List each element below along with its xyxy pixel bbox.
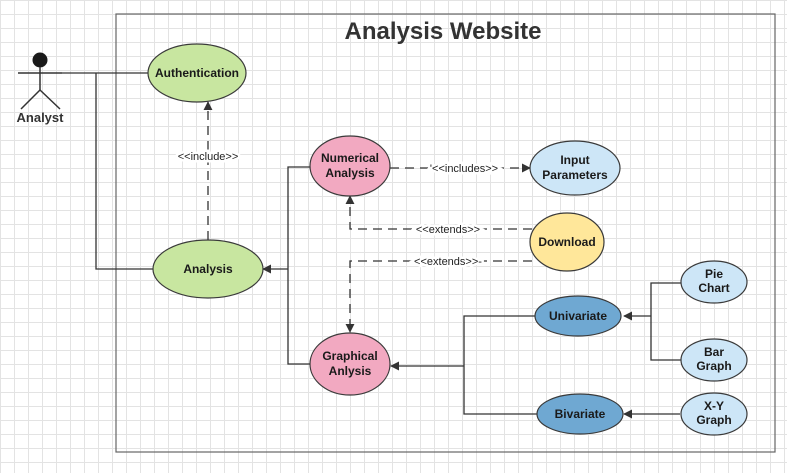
system-boundary (115, 13, 776, 453)
graphical-analysis-label-line2: Anlysis (329, 364, 372, 378)
use-case-xy-graph[interactable]: X-Y Graph (680, 392, 748, 436)
input-parameters-label-line2: Parameters (542, 168, 608, 182)
use-case-download[interactable]: Download (529, 212, 605, 272)
numerical-analysis-label-line1: Numerical (321, 151, 379, 165)
use-case-pie-chart[interactable]: Pie Chart (680, 260, 748, 304)
use-case-graphical-analysis[interactable]: Graphical Anlysis (309, 332, 391, 396)
bivariate-label: Bivariate (555, 407, 606, 421)
numerical-analysis-label-line2: Analysis (325, 166, 375, 180)
pie-chart-label-line2: Chart (698, 281, 729, 295)
use-case-univariate[interactable]: Univariate (534, 295, 622, 337)
actor-label: Analyst (17, 110, 65, 125)
use-case-analysis[interactable]: Analysis (152, 239, 264, 299)
download-label: Download (538, 235, 595, 249)
authentication-label: Authentication (155, 66, 239, 80)
include-label: <<include>> (178, 151, 239, 163)
connectors (62, 72, 681, 419)
system-title: Analysis Website (345, 18, 542, 45)
use-case-numerical-analysis[interactable]: Numerical Analysis (309, 135, 391, 197)
extends-download-to-numerical (345, 195, 532, 230)
extends-lower-label: <<extends>>- (414, 256, 482, 268)
includes-label: '<<includes>> (430, 163, 498, 175)
actor-leg-left (20, 89, 41, 110)
univariate-label: Univariate (549, 309, 607, 323)
link-graphical-to-analysis (263, 166, 310, 365)
extends-download-to-graphical (345, 260, 532, 333)
use-case-bivariate[interactable]: Bivariate (536, 393, 624, 435)
dashed-relations (203, 101, 532, 333)
extends-upper-label: <<extends>> (416, 224, 480, 236)
actor-leg-right (39, 89, 61, 110)
xy-graph-label-line1: X-Y (704, 399, 724, 413)
use-case-authentication[interactable]: Authentication (147, 43, 247, 103)
link-actor-analysis (95, 73, 153, 270)
link-pie-bar-to-univariate (624, 282, 681, 361)
xy-graph-label-line2: Graph (696, 413, 731, 427)
analyst-actor[interactable]: Analyst (17, 52, 65, 126)
use-case-bar-graph[interactable]: Bar Graph (680, 338, 748, 382)
use-case-input-parameters[interactable]: Input Parameters (529, 140, 621, 196)
link-univariate-to-graphical (391, 315, 540, 415)
input-parameters-label-line1: Input (560, 153, 589, 167)
actor-head (32, 52, 48, 68)
analysis-label: Analysis (183, 262, 233, 276)
pie-chart-label-line1: Pie (705, 267, 723, 281)
bar-graph-label-line1: Bar (704, 345, 724, 359)
bar-graph-label-line2: Graph (696, 359, 731, 373)
graphical-analysis-label-line1: Graphical (322, 349, 377, 363)
